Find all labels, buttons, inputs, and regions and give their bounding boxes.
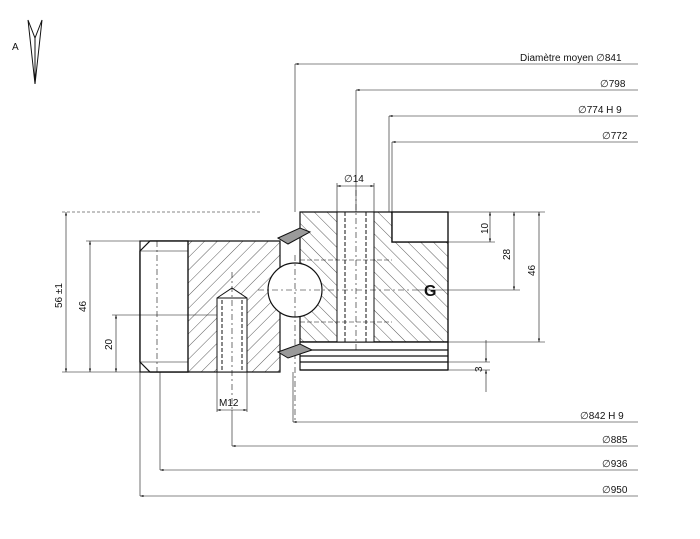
rolling-ball <box>258 255 418 420</box>
dimension-d885-label: ∅885 <box>602 435 628 446</box>
dimension-h10 <box>448 211 545 243</box>
dimension-m12-label: M12 <box>219 398 239 409</box>
dimension-d14 <box>336 183 375 212</box>
dimension-d772-label: ∅772 <box>602 131 628 142</box>
dimension-d950 <box>139 372 638 498</box>
dimension-h46-right <box>448 212 545 343</box>
dimension-h3-label: 3 <box>474 366 485 372</box>
dimension-d841 <box>294 62 638 212</box>
dimension-h56-label: 56 ±1 <box>54 283 65 308</box>
view-direction-arrow <box>27 19 43 85</box>
dimension-d841-label: Diamètre moyen ∅841 <box>520 53 622 64</box>
dimension-h46-left <box>86 240 140 372</box>
bolt-hole-d14 <box>336 190 375 350</box>
dimension-d842-label: ∅842 H 9 <box>580 411 624 422</box>
dimension-d14-label: ∅14 <box>344 174 364 185</box>
dimension-d842 <box>292 372 638 424</box>
dimension-d798-label: ∅798 <box>600 79 626 90</box>
center-label: G <box>424 283 436 300</box>
seal-bottom <box>276 343 314 359</box>
threaded-hole-m12 <box>216 272 248 410</box>
dimension-h20-label: 20 <box>104 338 115 350</box>
dimension-h20 <box>112 314 217 372</box>
dimension-d936-label: ∅936 <box>602 459 628 470</box>
dimension-d936 <box>159 372 638 472</box>
seal-top <box>276 227 312 245</box>
dimension-h3 <box>448 340 490 392</box>
dimension-d772 <box>391 140 638 212</box>
dimension-h46-right-label: 46 <box>527 264 538 276</box>
dimension-h28 <box>418 212 520 291</box>
dimension-d798 <box>355 88 638 212</box>
dimension-h46-left-label: 46 <box>78 300 89 312</box>
outer-ring <box>139 240 281 373</box>
dimension-h56 <box>62 211 260 373</box>
dimension-d885 <box>231 410 638 448</box>
view-label: A <box>12 42 19 53</box>
dimension-h10-label: 10 <box>480 222 491 234</box>
dimension-d774 <box>388 114 638 212</box>
dimension-h28-label: 28 <box>502 248 513 260</box>
dimension-d950-label: ∅950 <box>602 485 628 496</box>
dimension-m12 <box>216 372 248 412</box>
dimension-d774-label: ∅774 H 9 <box>578 105 622 116</box>
